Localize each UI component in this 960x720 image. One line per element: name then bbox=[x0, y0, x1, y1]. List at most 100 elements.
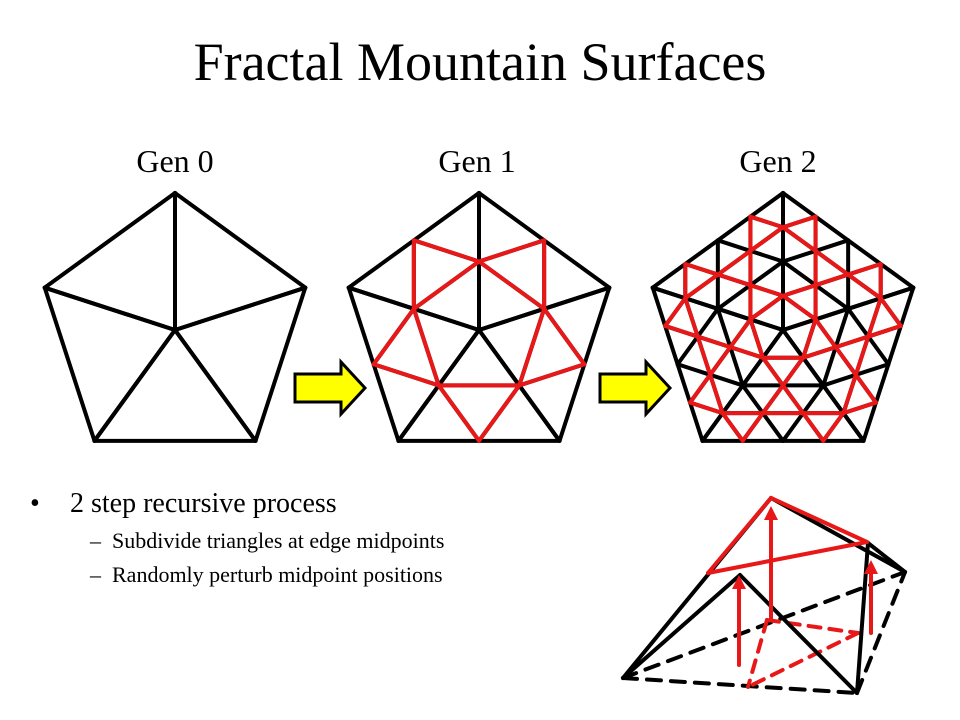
mesh-edge bbox=[760, 328, 785, 360]
mesh-edge bbox=[760, 411, 785, 443]
midpoint-edge bbox=[715, 248, 753, 277]
perturb-arrowhead bbox=[732, 575, 746, 589]
midpoint-edge bbox=[801, 317, 818, 360]
midpoint-edge bbox=[760, 383, 785, 416]
mesh-edge bbox=[861, 400, 878, 443]
sub-bullet-item: – Randomly perturb midpoint positions bbox=[30, 558, 444, 592]
midpoint-edge bbox=[781, 383, 806, 416]
mesh-edge bbox=[813, 306, 851, 322]
mesh-edge bbox=[517, 383, 562, 443]
midpoint-edge bbox=[695, 334, 713, 377]
mesh-edge bbox=[781, 411, 806, 443]
midpoint-edge bbox=[517, 362, 587, 388]
midpoint-edge bbox=[748, 317, 765, 360]
midpoint-edge bbox=[663, 296, 688, 328]
midpoint-edge bbox=[781, 283, 818, 298]
mesh-edge bbox=[436, 328, 481, 388]
midpoint-edge bbox=[781, 293, 818, 322]
mesh-edge bbox=[477, 191, 547, 243]
mesh-edge bbox=[542, 238, 612, 290]
midpoint-edge bbox=[748, 214, 785, 230]
midpoint-edge bbox=[708, 372, 725, 416]
mesh-edge bbox=[821, 372, 858, 388]
midpoint-edge bbox=[477, 259, 547, 311]
midpoint-edge bbox=[411, 306, 441, 388]
midpoint-edge bbox=[846, 272, 883, 301]
mesh-edge bbox=[878, 285, 916, 301]
mesh-edge bbox=[821, 383, 846, 416]
midpoint-edge bbox=[813, 317, 838, 350]
midpoint-edge bbox=[760, 355, 785, 388]
mesh-edge bbox=[781, 328, 806, 360]
midpoint-edge bbox=[853, 334, 871, 377]
sub-bullet-marker: – bbox=[90, 562, 101, 587]
yellow-arrow-shape bbox=[598, 358, 673, 418]
midpoint-edge bbox=[728, 317, 753, 350]
mesh-edge bbox=[821, 345, 838, 388]
base-edge-dashed bbox=[621, 676, 859, 695]
mesh-edge bbox=[878, 261, 916, 290]
mesh-edge bbox=[715, 283, 753, 311]
mesh-edge bbox=[715, 306, 753, 322]
midpoint-edge bbox=[853, 372, 878, 405]
midpoint-edge bbox=[720, 411, 745, 443]
mesh-edge bbox=[715, 238, 753, 253]
mesh-edge bbox=[748, 259, 785, 288]
mesh-edge bbox=[173, 328, 258, 443]
mesh-edge bbox=[42, 285, 97, 443]
mesh-edge bbox=[42, 285, 177, 332]
midpoint-edge bbox=[411, 259, 481, 311]
gen-2-label: Gen 2 bbox=[739, 143, 817, 179]
mesh-edge bbox=[715, 214, 753, 243]
mesh-edge bbox=[650, 261, 688, 290]
midpoint-edge bbox=[715, 272, 753, 288]
mesh-edge bbox=[675, 334, 700, 367]
bullet-marker: • bbox=[30, 488, 40, 519]
pentagon-gen-0 bbox=[42, 191, 308, 443]
mesh-edge bbox=[346, 238, 416, 290]
mesh-edge bbox=[853, 362, 891, 377]
mesh-edge bbox=[683, 296, 720, 311]
mesh-edge bbox=[738, 573, 859, 695]
midpoint-edge bbox=[813, 272, 851, 288]
mesh-edge bbox=[781, 317, 818, 332]
midpoint-edge bbox=[436, 383, 481, 443]
mesh-edge bbox=[542, 285, 612, 311]
sub-bullet-marker: – bbox=[90, 528, 101, 553]
midpoint-edge bbox=[781, 225, 818, 253]
mesh-edge bbox=[728, 345, 745, 388]
midpoint-edge bbox=[695, 334, 733, 350]
bullet-text: 2 step recursive process bbox=[70, 488, 337, 519]
mesh-edge bbox=[173, 191, 308, 290]
mesh-edge bbox=[253, 285, 308, 443]
midpoint-edge bbox=[821, 411, 846, 443]
mesh-edge bbox=[801, 383, 826, 416]
perturb-arrowhead bbox=[864, 560, 878, 574]
mesh-edge bbox=[841, 411, 866, 443]
midpoint-edge bbox=[841, 372, 858, 416]
mesh-edge bbox=[813, 238, 851, 253]
midpoint-edge bbox=[706, 540, 869, 575]
mesh-edge bbox=[650, 285, 668, 328]
midpoint-edge bbox=[542, 306, 587, 367]
gen-0-label: Gen 0 bbox=[136, 143, 214, 179]
base-midpoint-dashed bbox=[746, 631, 860, 689]
mesh-edge bbox=[675, 362, 693, 405]
mesh-edge bbox=[477, 306, 547, 332]
mesh-edge bbox=[833, 306, 851, 350]
mesh-edge bbox=[898, 285, 916, 328]
midpoint-edge bbox=[688, 400, 725, 416]
mesh-edge bbox=[781, 259, 818, 288]
arrow-gen1-to-gen2 bbox=[598, 358, 673, 418]
midpoint-edge bbox=[801, 411, 826, 443]
midpoint-edge bbox=[371, 306, 416, 367]
mesh-edge bbox=[346, 285, 416, 311]
mesh-edge bbox=[582, 285, 612, 367]
mesh-edge bbox=[866, 334, 891, 367]
mesh-edge bbox=[855, 541, 870, 695]
midpoint-edge bbox=[781, 355, 806, 388]
midpoint-edge bbox=[801, 345, 838, 360]
mesh-edge bbox=[715, 306, 733, 350]
mesh-edge bbox=[663, 323, 680, 367]
